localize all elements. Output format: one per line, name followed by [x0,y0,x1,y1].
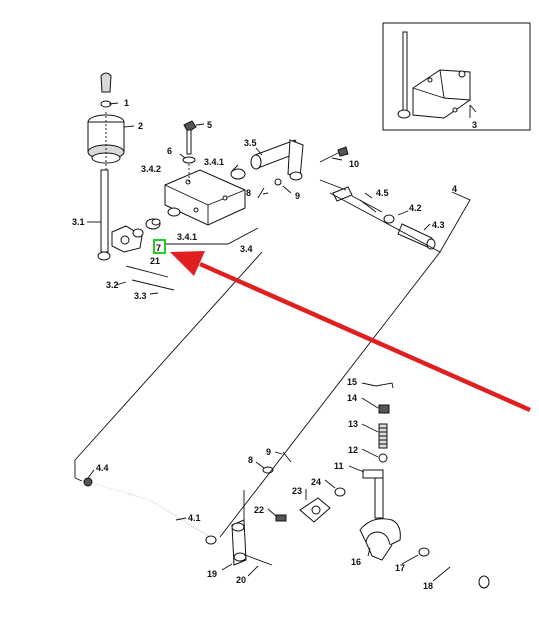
label-18: 18 [423,581,433,591]
label-4: 4 [452,184,457,194]
long-rod [83,477,217,545]
label-21: 21 [150,256,160,266]
leader-lines [74,102,471,582]
label-14: 14 [347,393,357,403]
label-1: 1 [124,98,129,108]
label-8-lower: 8 [248,455,253,465]
label-16: 16 [351,557,361,567]
label-23: 23 [292,486,302,496]
label-3: 3 [472,120,477,130]
red-arrow-icon [170,251,531,413]
label-24: 24 [311,477,321,487]
part-labels: 1 2 3 3.1 3.2 3.3 3.4 3.4.1 3.4.1 3.4.2 … [72,98,477,591]
pivot-bracket [275,487,346,523]
label-3-5: 3.5 [244,138,257,148]
label-12: 12 [348,445,358,455]
label-3-2: 3.2 [106,280,119,290]
label-6: 6 [167,146,172,156]
bolt-10 [319,146,349,163]
label-19: 19 [207,569,217,579]
label-4-2: 4.2 [409,203,422,213]
label-5: 5 [207,120,212,130]
label-22: 22 [254,505,264,515]
lower-lever [231,490,273,566]
highlight-box [153,239,166,254]
label-7: 7 [156,243,161,253]
shift-lever-assembly [87,72,125,261]
cross-shaft [250,139,304,199]
label-3-3: 3.3 [134,291,147,301]
label-9-lower: 9 [266,447,271,457]
mount-bracket [111,218,161,253]
label-3-4: 3.4 [240,244,253,254]
label-9-upper: 9 [295,191,300,201]
label-17: 17 [395,563,405,573]
label-2: 2 [138,121,143,131]
label-4-5: 4.5 [376,188,389,198]
label-4-3: 4.3 [432,220,445,230]
label-11: 11 [334,461,344,471]
cover-plate [164,168,246,226]
label-3-1: 3.1 [72,217,85,227]
bolt-and-washer [182,120,197,182]
pins [125,265,175,291]
label-4-1: 4.1 [188,513,201,523]
label-3-4-1-bottom: 3.4.1 [177,232,197,242]
label-20: 20 [236,575,246,585]
fork-assembly [359,382,490,589]
label-13: 13 [348,419,358,429]
label-10: 10 [349,159,359,169]
label-4-4: 4.4 [96,463,109,473]
label-3-4-2: 3.4.2 [141,164,161,174]
label-3-4-1-top: 3.4.1 [204,157,224,167]
label-8-upper: 8 [246,188,251,198]
inset-detail [382,22,531,131]
label-15: 15 [347,377,357,387]
